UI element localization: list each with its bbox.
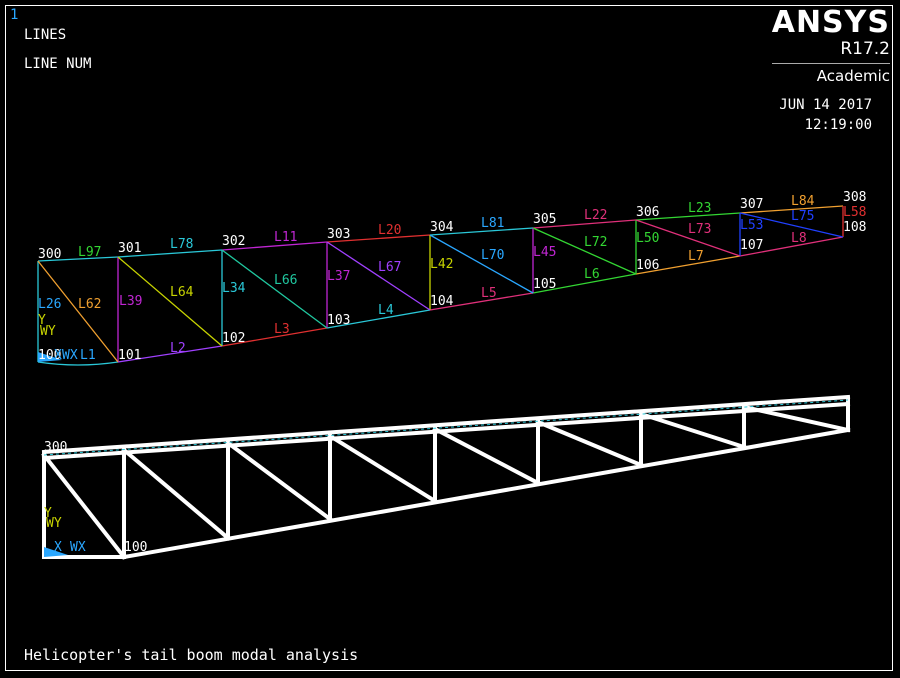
line-label-l5: L5 bbox=[481, 286, 497, 301]
line-label-l81: L81 bbox=[481, 216, 504, 231]
lower-axis-y: Y bbox=[44, 506, 52, 521]
line-label-l72: L72 bbox=[584, 235, 607, 250]
line-label-l45: L45 bbox=[533, 245, 556, 260]
plot-date: JUN 14 2017 bbox=[779, 97, 872, 113]
lower-labels: 300 100 Y WY X WX bbox=[44, 440, 147, 555]
line-label-l23: L23 bbox=[688, 201, 711, 216]
lower-axis-triad bbox=[44, 547, 68, 557]
kp-107: 107 bbox=[740, 238, 763, 253]
line-label-l67: L67 bbox=[378, 260, 401, 275]
line-label-l75: L75 bbox=[791, 209, 814, 224]
line-label-l39: L39 bbox=[119, 294, 142, 309]
upper-axis-triad bbox=[38, 352, 62, 362]
ansys-logo: ANSYS R17.2 Academic bbox=[771, 5, 890, 86]
lower-truss bbox=[41, 394, 851, 560]
line-label-l4: L4 bbox=[378, 303, 394, 318]
line-label-l97: L97 bbox=[78, 245, 101, 260]
upper-axis-wx: WX bbox=[62, 348, 78, 363]
kp-102: 102 bbox=[222, 331, 245, 346]
brand-name: ANSYS bbox=[771, 5, 890, 40]
line-label-l34: L34 bbox=[222, 281, 246, 296]
plot-time: 12:19:00 bbox=[804, 117, 872, 133]
line-label-l64: L64 bbox=[170, 285, 194, 300]
line-label-l11: L11 bbox=[274, 230, 297, 245]
upper-keypoints-top: 300 301 302 303 304 305 306 307 308 bbox=[38, 190, 866, 262]
brand-version: R17.2 bbox=[840, 39, 890, 59]
lower-top-chord-highlight bbox=[43, 399, 849, 456]
kp-306: 306 bbox=[636, 205, 659, 220]
line-label-l66: L66 bbox=[274, 273, 297, 288]
upper-keypoints-bottom: 100 101 102 103 104 105 106 107 108 bbox=[38, 220, 866, 363]
kp-103: 103 bbox=[327, 313, 350, 328]
line-label-l3: L3 bbox=[274, 322, 290, 337]
lower-axis-x: X bbox=[54, 540, 62, 555]
upper-axis-wy: WY bbox=[40, 324, 56, 339]
kp-300: 300 bbox=[38, 247, 61, 262]
kp-100: 100 bbox=[38, 348, 61, 363]
line-label-l22: L22 bbox=[584, 208, 607, 223]
kp-305: 305 bbox=[533, 212, 556, 227]
line-label-l50: L50 bbox=[636, 231, 659, 246]
line-label-l1: L1 bbox=[80, 348, 96, 363]
line-label-l6: L6 bbox=[584, 267, 600, 282]
plot-caption: Helicopter's tail boom modal analysis bbox=[24, 646, 359, 664]
graphics-window-frame bbox=[5, 5, 893, 671]
line-label-l42: L42 bbox=[430, 257, 453, 272]
kp-105: 105 bbox=[533, 277, 556, 292]
kp-101: 101 bbox=[118, 348, 141, 363]
line-label-l53: L53 bbox=[740, 218, 763, 233]
line-label-l62: L62 bbox=[78, 297, 101, 312]
kp-303: 303 bbox=[327, 227, 350, 242]
line-label-l37: L37 bbox=[327, 269, 350, 284]
kp-307: 307 bbox=[740, 197, 763, 212]
kp-302: 302 bbox=[222, 234, 245, 249]
display-label-lines: LINES bbox=[24, 27, 67, 43]
line-label-l26: L26 bbox=[38, 297, 61, 312]
line-label-l58: L58 bbox=[843, 205, 866, 220]
line-label-l84: L84 bbox=[791, 194, 815, 209]
kp-106: 106 bbox=[636, 258, 659, 273]
upper-axis-y: Y bbox=[38, 313, 46, 328]
upper-truss-lines bbox=[37, 205, 844, 366]
line-label-l78: L78 bbox=[170, 237, 193, 252]
upper-line-labels: L97 L78 L11 L20 L81 L22 L23 L84 L58 L26 … bbox=[38, 194, 866, 363]
display-label-line-num: LINE NUM bbox=[24, 56, 92, 72]
lower-kp-300: 300 bbox=[44, 440, 67, 455]
upper-axis-x: X bbox=[54, 348, 62, 363]
line-label-l2: L2 bbox=[170, 341, 186, 356]
lower-axis-wx: WX bbox=[70, 540, 86, 555]
line-label-l7: L7 bbox=[688, 249, 704, 264]
kp-304: 304 bbox=[430, 220, 454, 235]
kp-108: 108 bbox=[843, 220, 866, 235]
kp-104: 104 bbox=[430, 294, 454, 309]
lower-axis-wy: WY bbox=[46, 516, 62, 531]
line-label-l20: L20 bbox=[378, 223, 401, 238]
window-number: 1 bbox=[10, 7, 19, 23]
kp-308: 308 bbox=[843, 190, 866, 205]
brand-edition: Academic bbox=[771, 63, 890, 86]
kp-301: 301 bbox=[118, 241, 141, 256]
lower-kp-100: 100 bbox=[124, 540, 147, 555]
line-label-l70: L70 bbox=[481, 248, 504, 263]
line-label-l73: L73 bbox=[688, 222, 711, 237]
line-label-l8: L8 bbox=[791, 231, 807, 246]
